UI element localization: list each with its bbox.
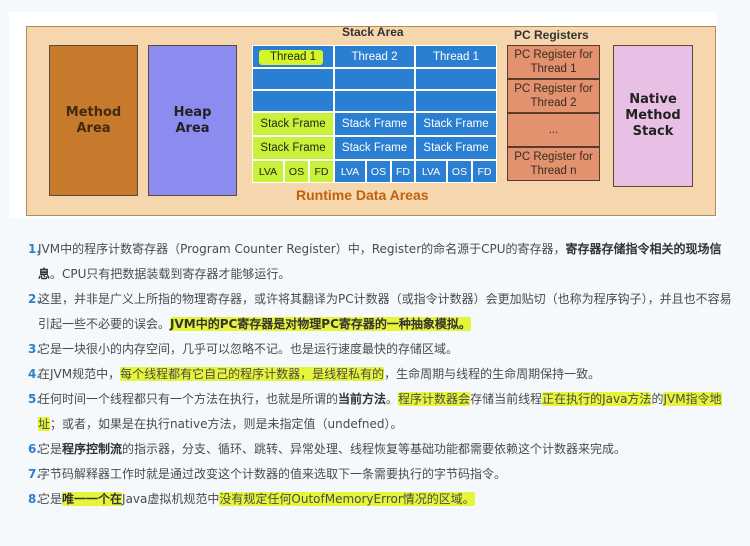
stack-empty-cell [334, 68, 415, 90]
thread-header-3: Thread 1 [415, 45, 497, 68]
stack-area-title: Stack Area [342, 25, 404, 39]
heap-area-block: Heap Area [148, 45, 237, 196]
heap-area-label: Heap Area [173, 104, 212, 136]
native-method-stack-label: Native Method Stack [625, 92, 681, 139]
native-method-stack-block: Native Method Stack [613, 45, 693, 187]
list-item-text: 它是程序控制流的指示器，分支、循环、跳转、异常处理、线程恢复等基础功能都需要依赖… [38, 442, 627, 456]
jvm-runtime-diagram: Method Area Heap Area Stack Area Thread … [9, 12, 717, 218]
list-item-text: 任何时间一个线程都只有一个方法在执行，也就是所谓的当前方法。程序计数器会存储当前… [38, 392, 722, 431]
lva-cell: LVA [415, 160, 447, 183]
thread-header-1: Thread 1 [252, 45, 334, 68]
list-item-text: 它是一块很小的内存空间，几乎可以忽略不记。也是运行速度最快的存储区域。 [38, 342, 459, 356]
pc-register-item: PC Register for Thread n [507, 147, 600, 181]
list-item: 7. 字节码解释器工作时就是通过改变这个计数器的值来选取下一条需要执行的字节码指… [28, 467, 507, 481]
list-item-text: 字节码解释器工作时就是通过改变这个计数器的值来选取下一条需要执行的字节码指令。 [38, 467, 507, 481]
ordered-list: 1. JVM中的程序计数寄存器（Program Counter Register… [18, 237, 733, 512]
thread-header-2: Thread 2 [334, 45, 415, 68]
os-cell: OS [447, 160, 472, 183]
stack-empty-cell [334, 90, 415, 112]
stack-empty-cell [415, 90, 497, 112]
fd-cell: FD [391, 160, 415, 183]
list-item: 5. 任何时间一个线程都只有一个方法在执行，也就是所谓的当前方法。程序计数器会存… [28, 392, 722, 431]
list-item: 6. 它是程序控制流的指示器，分支、循环、跳转、异常处理、线程恢复等基础功能都需… [28, 442, 627, 456]
stack-frame-cell: Stack Frame [252, 112, 334, 136]
pc-register-item: PC Register for Thread 2 [507, 79, 600, 113]
list-item-text: 在JVM规范中，每个线程都有它自己的程序计数器，是线程私有的，生命周期与线程的生… [38, 367, 601, 381]
stack-empty-cell [252, 90, 334, 112]
os-cell: OS [284, 160, 309, 183]
stack-empty-cell [252, 68, 334, 90]
list-item: 2. 这里，并非是广义上所指的物理寄存器，或许将其翻译为PC计数器（或指令计数器… [28, 292, 732, 331]
list-item: 8. 它是唯一一个在Java虚拟机规范中没有规定任何OutofMemoryErr… [28, 492, 475, 506]
list-item-text: 它是唯一一个在Java虚拟机规范中没有规定任何OutofMemoryError情… [38, 492, 475, 506]
list-item: 3. 它是一块很小的内存空间，几乎可以忽略不记。也是运行速度最快的存储区域。 [28, 342, 459, 356]
stack-frame-cell: Stack Frame [252, 136, 334, 160]
stack-frame-cell: Stack Frame [415, 112, 497, 136]
stack-area-grid: Thread 1 Thread 2 Thread 1 Stack Frame S… [252, 45, 497, 183]
pc-register-item: ... [507, 113, 600, 147]
pc-register-item: PC Register for Thread 1 [507, 45, 600, 79]
lva-cell: LVA [252, 160, 284, 183]
stack-frame-cell: Stack Frame [415, 136, 497, 160]
pc-registers-column: PC Register for Thread 1 PC Register for… [507, 45, 600, 195]
runtime-data-areas-title: Runtime Data Areas [296, 187, 429, 203]
pc-registers-title: PC Registers [514, 28, 589, 42]
stack-frame-cell: Stack Frame [334, 112, 415, 136]
stack-empty-cell [415, 68, 497, 90]
list-item: 1. JVM中的程序计数寄存器（Program Counter Register… [28, 242, 722, 281]
list-item-text: 这里，并非是广义上所指的物理寄存器，或许将其翻译为PC计数器（或指令计数器）会更… [38, 292, 732, 331]
list-item: 4. 在JVM规范中，每个线程都有它自己的程序计数器，是线程私有的，生命周期与线… [28, 367, 601, 381]
stack-frame-cell: Stack Frame [334, 136, 415, 160]
list-item-text: JVM中的程序计数寄存器（Program Counter Register）中，… [38, 242, 722, 281]
method-area-label: Method Area [65, 104, 122, 136]
method-area-block: Method Area [49, 45, 138, 196]
fd-cell: FD [309, 160, 334, 183]
os-cell: OS [366, 160, 391, 183]
lva-cell: LVA [334, 160, 366, 183]
fd-cell: FD [472, 160, 497, 183]
